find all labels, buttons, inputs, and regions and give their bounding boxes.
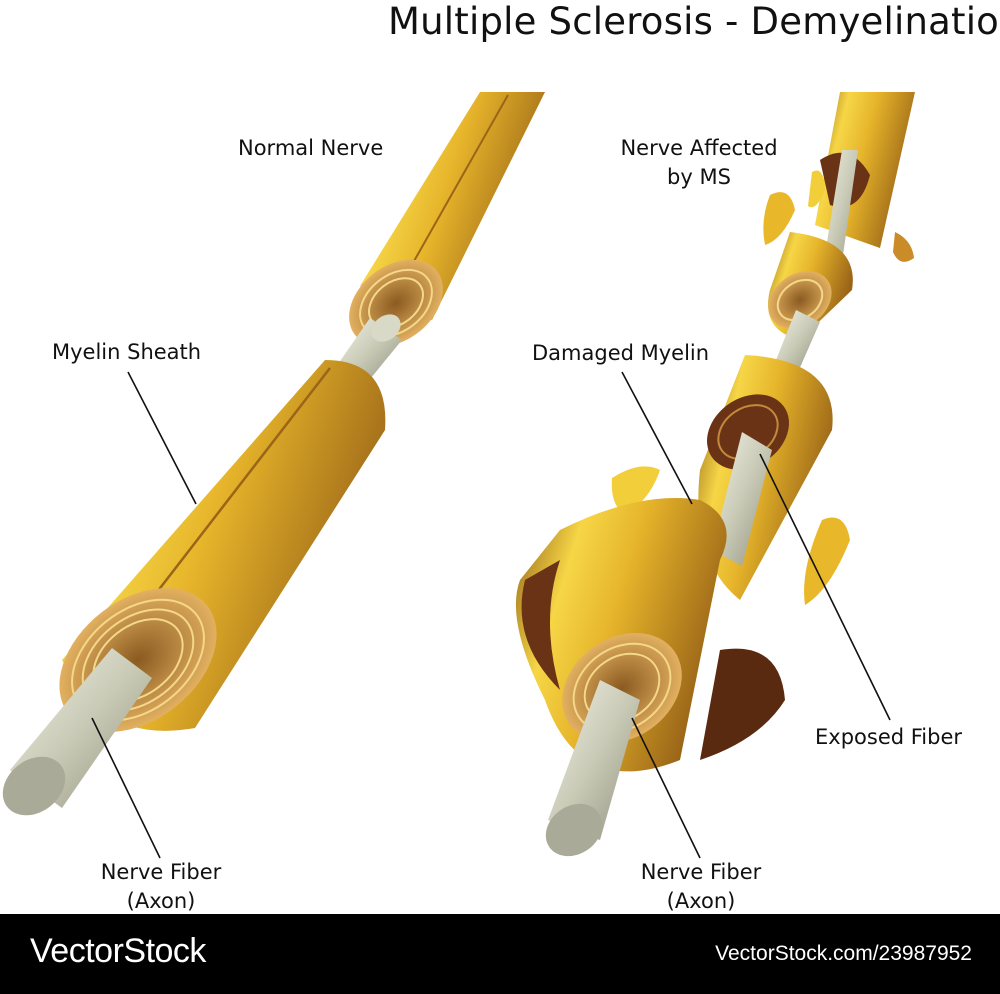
axon-cut-face <box>545 803 603 857</box>
myelin-fragment <box>763 192 795 245</box>
axon-cut-face <box>2 756 66 816</box>
label-nerve-fiber-right: Nerve Fiber (Axon) <box>636 858 766 916</box>
label-damaged-myelin: Damaged Myelin <box>532 341 710 365</box>
label-line: Nerve Fiber <box>640 860 762 884</box>
label-line: (Axon) <box>126 889 196 913</box>
leader-myelin-sheath <box>127 371 197 505</box>
ms-affected-nerve <box>515 92 915 857</box>
myelin-fragment <box>804 517 850 605</box>
footer-url: VectorStock.com/23987952 <box>715 942 972 965</box>
axon-end <box>548 680 640 840</box>
leader-nerve-fiber-left <box>91 717 161 859</box>
leader-nerve-fiber-right <box>631 717 701 859</box>
watermark-footer: VectorStock VectorStock.com/23987952 <box>0 914 1000 994</box>
label-exposed-fiber: Exposed Fiber <box>815 725 963 749</box>
exposed-axon <box>712 432 772 566</box>
label-nerve-fiber-left: Nerve Fiber (Axon) <box>96 858 226 916</box>
label-line: (Axon) <box>666 889 736 913</box>
label-line: by MS <box>667 165 731 189</box>
demyelination-illustration <box>2 92 915 859</box>
label-line: Nerve Fiber <box>100 860 222 884</box>
leader-damaged-myelin <box>621 371 693 505</box>
label-line: Nerve Affected <box>620 136 778 160</box>
label-normal-nerve: Normal Nerve <box>238 136 384 160</box>
label-myelin-sheath: Myelin Sheath <box>52 340 202 364</box>
leader-exposed-fiber <box>759 453 891 721</box>
myelin-fragment <box>611 466 660 515</box>
normal-nerve <box>2 92 545 816</box>
label-nerve-affected: Nerve Affected by MS <box>614 134 784 192</box>
footer-brand: VectorStock <box>30 932 206 970</box>
page-title: Multiple Sclerosis - Demyelination <box>388 0 1000 43</box>
myelin-fragment <box>893 232 914 262</box>
leader-lines <box>91 371 891 859</box>
